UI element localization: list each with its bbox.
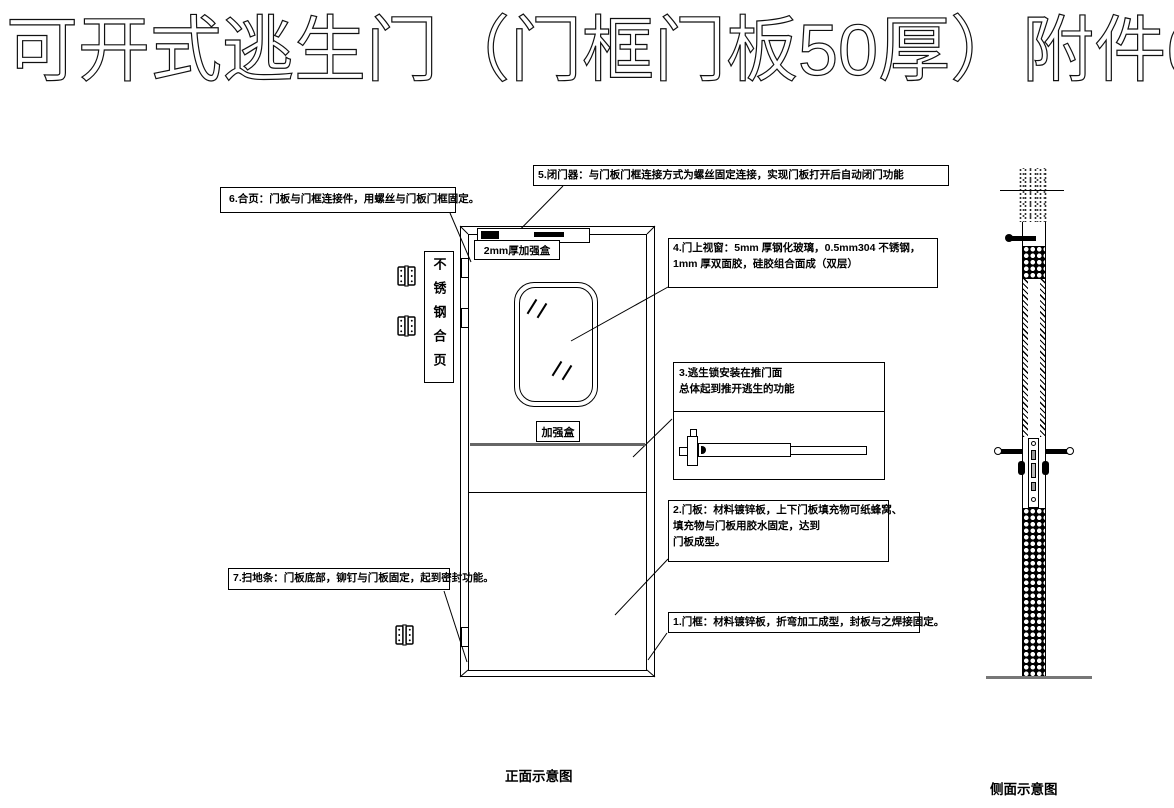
side-view-push-pin-left: [1000, 449, 1023, 454]
side-view-window-section: [1022, 279, 1046, 437]
door-hinge-mark-top: [461, 258, 469, 278]
panic-bar-main: [698, 443, 791, 457]
door-frame-outline: [460, 226, 655, 677]
front-view-caption: 正面示意图: [505, 765, 573, 785]
panic-bar-top-tab: [690, 429, 697, 437]
side-view-lock-slot3: [1031, 482, 1036, 491]
callout-door-sweep: 7.扫地条：门板底部，铆钉与门板固定，起到密封功能。: [228, 568, 494, 590]
door-window-glass: [519, 287, 593, 402]
callout-door-frame: 1.门框：材料镀锌板，折弯加工成型，封板与之焊接固定。: [668, 612, 944, 633]
drawing-title: 可开式逃生门（门框门板50厚）附件6: [5, 11, 1174, 92]
hinge-icon: [397, 315, 416, 342]
callout-door-closer: 5.闭门器：与门板门框连接方式为螺丝固定连接，实现门板打开后自动闭门功能: [533, 165, 949, 186]
panic-bar-end-plate: [687, 436, 698, 466]
front-view-caption-text: 正面示意图: [505, 769, 573, 784]
callout-escape-lock: 3.逃生锁安装在推门面 总体起到推开逃生的功能: [673, 362, 885, 480]
push-bar-band-top-line: [470, 443, 645, 446]
side-view-floor-line: [986, 676, 1092, 679]
hinge-column-label: 不锈钢合页: [431, 257, 447, 377]
callout-door-panel-line2: 填充物与门板用胶水固定，达到: [673, 519, 820, 532]
side-view-push-pin-right: [1045, 449, 1068, 454]
panic-bar-extension: [790, 446, 867, 455]
panic-bar-pivot-dot: [701, 446, 706, 454]
panic-bar-latch: [679, 447, 688, 456]
push-bar-band-bottom-line: [469, 492, 646, 493]
side-view-window-hatch-left: [1023, 279, 1028, 437]
side-view-lock-knob-right: [1042, 461, 1049, 475]
mid-reinforcement-label: 加强盒: [541, 426, 575, 439]
callout-door-frame-text: 1.门框：材料镀锌板，折弯加工成型，封板与之焊接固定。: [673, 616, 945, 628]
side-view-push-pin-left-cap: [994, 447, 1002, 455]
side-view-lock-knob-left: [1018, 461, 1025, 475]
side-view-honeycomb-upper: [1022, 246, 1046, 279]
callout-hinge-text: 6.合页：门板与门框连接件，用螺丝与门板门框固定。: [229, 193, 480, 206]
side-view-lock-slot2: [1031, 463, 1036, 478]
door-closer-block: [481, 231, 499, 239]
hinge-icon: [397, 265, 416, 292]
side-view-lock-slot1: [1031, 450, 1036, 460]
callout-escape-lock-line1: 3.逃生锁安装在推门面: [679, 367, 783, 379]
callout-window-line1: 4.门上视窗：5mm 厚钢化玻璃，0.5mm304 不锈钢，: [673, 242, 921, 254]
side-view-caption: 侧面示意图: [990, 778, 1058, 798]
top-reinforcement-label: 2mm厚加强盒: [483, 244, 551, 257]
door-hinge-mark-middle: [461, 308, 469, 328]
callout-escape-lock-line2: 总体起到推开逃生的功能: [679, 382, 795, 395]
callout-door-panel-line3: 门板成型。: [673, 535, 726, 548]
door-hinge-mark-bottom: [461, 627, 469, 647]
side-view-push-pin-right-cap: [1066, 447, 1074, 455]
callout-door-panel-line1: 2.门板：材料镀锌板，上下门板填充物可纸蜂窝、: [673, 504, 903, 516]
mid-reinforcement-label-box: 加强盒: [536, 421, 580, 442]
door-closer-arm: [534, 232, 564, 237]
side-view-closer-bracket: [1010, 236, 1036, 241]
side-view-lock-bottom-screw: [1031, 497, 1036, 502]
hinge-column-label-box: 不锈钢合页: [424, 251, 454, 383]
side-view-lock-top-screw: [1031, 441, 1036, 446]
side-view-closer-knob: [1005, 234, 1013, 242]
callout-window-line2: 1mm 厚双面胶，硅胶组合面成（双层）: [673, 257, 858, 270]
callout-escape-lock-textblock: 3.逃生锁安装在推门面 总体起到推开逃生的功能: [674, 363, 884, 412]
side-view-window-hatch-right: [1040, 279, 1045, 437]
side-view-wall-section: [1018, 168, 1048, 222]
callout-door-sweep-text: 7.扫地条：门板底部，铆钉与门板固定，起到密封功能。: [233, 572, 494, 584]
hinge-icon: [395, 624, 414, 651]
side-view-caption-text: 侧面示意图: [990, 782, 1058, 797]
top-reinforcement-label-box: 2mm厚加强盒: [474, 240, 560, 260]
side-view-honeycomb-lower: [1022, 508, 1046, 677]
callout-window: 4.门上视窗：5mm 厚钢化玻璃，0.5mm304 不锈钢， 1mm 厚双面胶，…: [668, 238, 938, 288]
door-window-outer: [514, 282, 598, 407]
callout-door-closer-text: 5.闭门器：与门板门框连接方式为螺丝固定连接，实现门板打开后自动闭门功能: [538, 169, 904, 181]
callout-hinge: 6.合页：门板与门框连接件，用螺丝与门板门框固定。: [220, 187, 479, 213]
callout-door-panel: 2.门板：材料镀锌板，上下门板填充物可纸蜂窝、 填充物与门板用胶水固定，达到 门…: [668, 500, 903, 562]
